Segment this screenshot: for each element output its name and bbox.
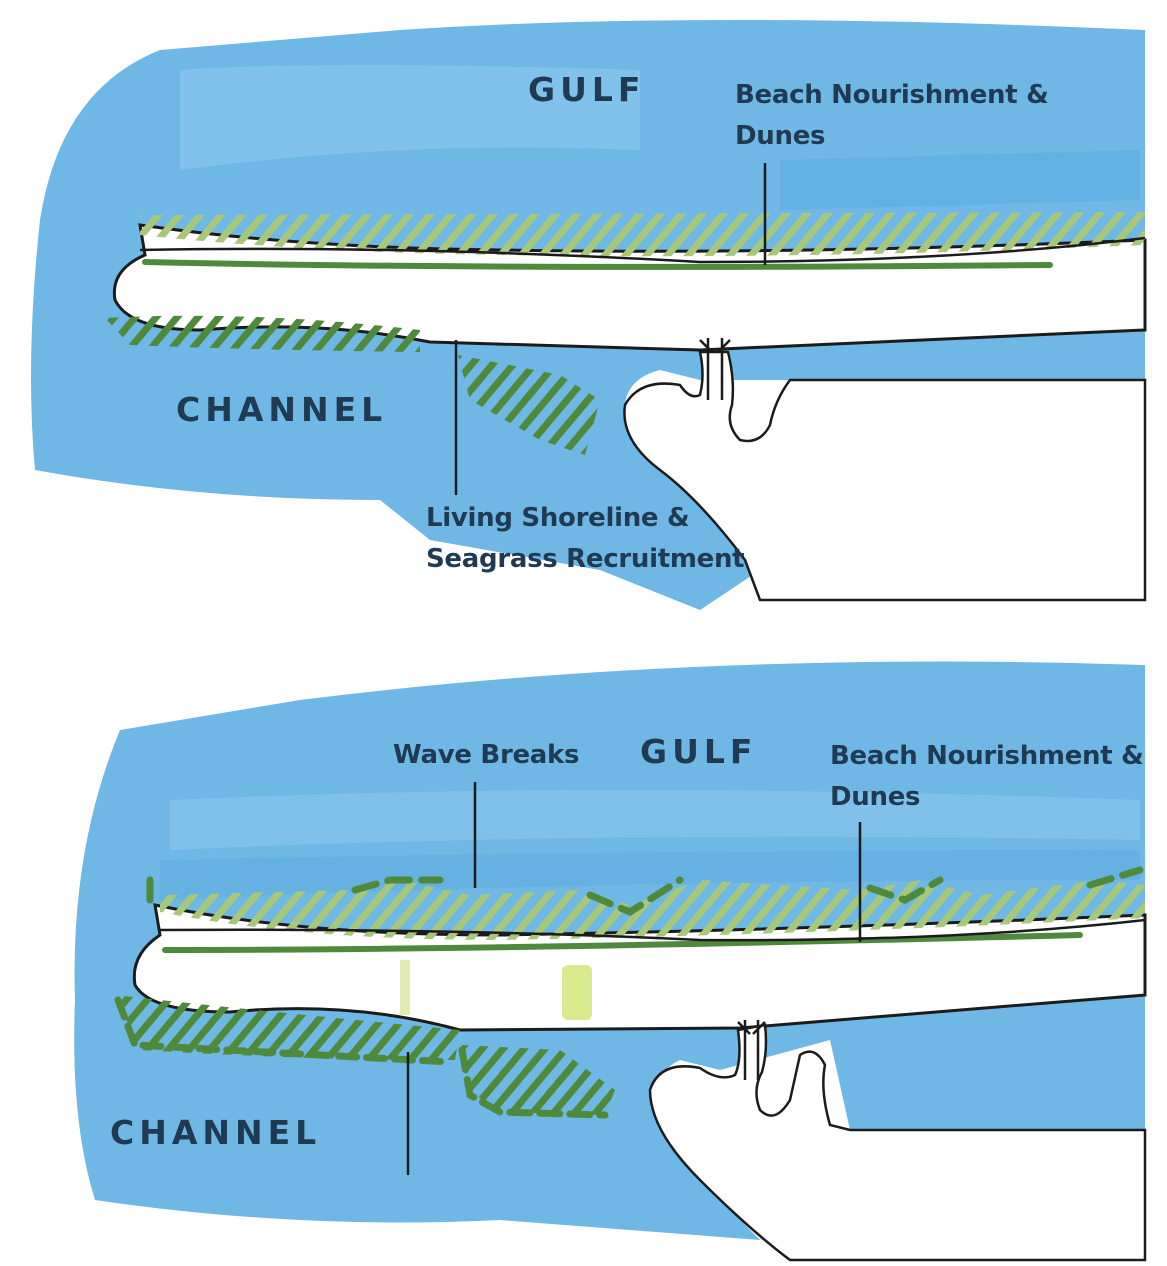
top-gulf-label: GULF <box>528 70 645 110</box>
bottom-beach-label-line1: Beach Nourishment & <box>830 736 1144 776</box>
top-channel-label: CHANNEL <box>176 390 387 430</box>
top-beach-label-line1: Beach Nourishment & <box>735 75 1049 115</box>
bottom-wave-label: Wave Breaks <box>393 735 579 775</box>
bottom-gulf-label: GULF <box>640 732 757 772</box>
top-living-label-line2: Seagrass Recruitment <box>426 539 744 579</box>
top-beach-label-line2: Dunes <box>735 116 825 156</box>
top-water-band <box>780 150 1140 210</box>
top-living-label-line1: Living Shoreline & <box>426 498 689 538</box>
bottom-island-mark <box>400 960 410 1015</box>
bottom-channel-label: CHANNEL <box>110 1113 321 1153</box>
bottom-island-mark <box>562 965 592 1020</box>
bottom-beach-label-line2: Dunes <box>830 777 920 817</box>
